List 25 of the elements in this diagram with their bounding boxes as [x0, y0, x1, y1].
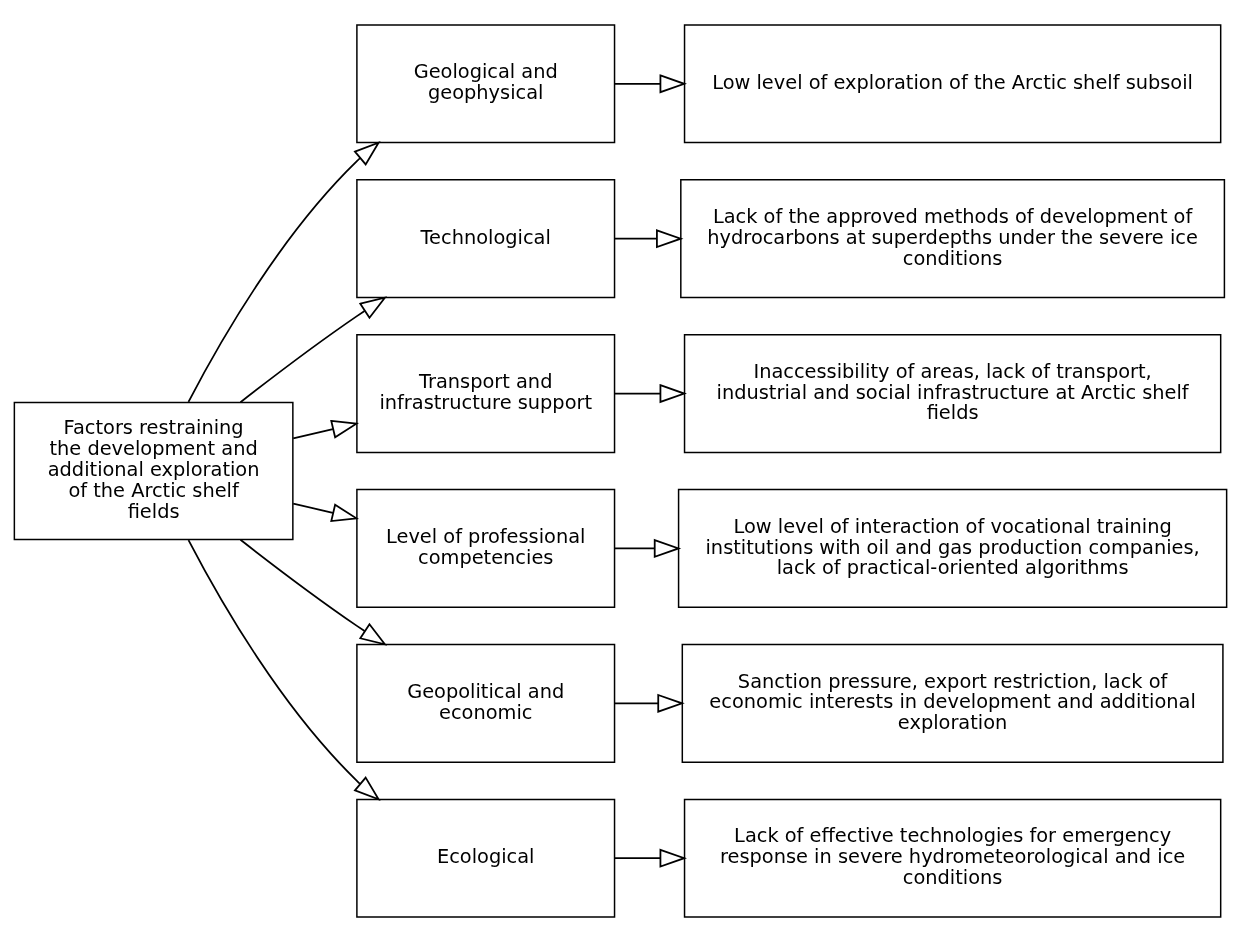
node-box: Lack of the approved methods of development of hydrocarbons at superdepths under the severe ice conditions — [680, 178, 1226, 298]
arrow — [187, 140, 381, 403]
node-box: Geopolitical and economic — [356, 643, 616, 763]
arrow — [613, 73, 687, 93]
arrow — [292, 419, 360, 439]
arrow — [239, 295, 388, 403]
arrow — [292, 502, 360, 522]
node-box: Inaccessibility of areas, lack of transport, industrial and social infrastructure at Arctic shelf fields — [683, 333, 1222, 453]
node-box: Ecological — [356, 798, 616, 918]
node-box: Factors restraining the development and additional exploration of the Arctic shelf fields — [13, 401, 294, 540]
arrow — [613, 383, 687, 403]
node-box: Technological — [356, 178, 616, 298]
node-box: Low level of interaction of vocational training institutions with oil and gas production companies, lack of practical-oriented algorithms — [677, 488, 1228, 608]
arrow — [613, 228, 684, 248]
node-box: Sanction pressure, export restriction, lack of economic interests in development and additional exploration — [681, 643, 1224, 763]
node-box: Lack of effective technologies for emergency response in severe hydrometeorological and ice conditions — [683, 798, 1222, 918]
node-box: Level of professional competencies — [356, 488, 616, 608]
arrow — [613, 848, 687, 868]
arrow — [239, 538, 388, 646]
arrow — [613, 693, 685, 713]
node-box: Low level of exploration of the Arctic shelf subsoil — [683, 23, 1222, 143]
node-box: Transport and infrastructure support — [356, 333, 616, 453]
arrow — [187, 538, 381, 801]
node-box: Geological and geophysical — [356, 23, 616, 143]
arrow — [613, 538, 682, 558]
